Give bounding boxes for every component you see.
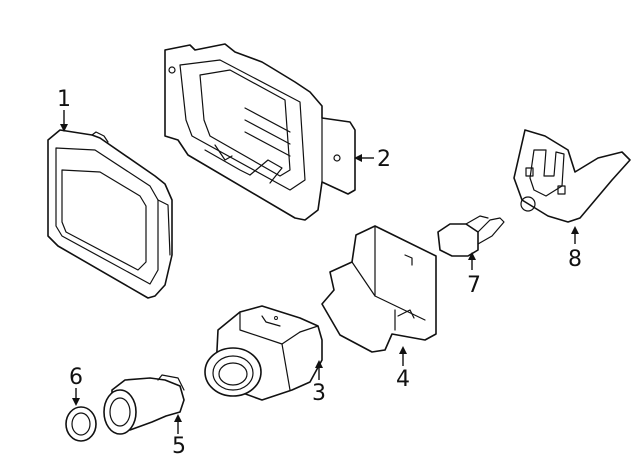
callout-4: 4	[396, 346, 410, 392]
callout-8-label: 8	[568, 247, 582, 272]
part-4-sensor-bracket	[321, 225, 437, 353]
callout-1: 1	[57, 87, 71, 132]
callout-6-label: 6	[69, 365, 83, 390]
callout-3-label: 3	[312, 381, 326, 406]
part-5-park-sensor	[103, 374, 185, 435]
callout-6: 6	[69, 365, 83, 406]
part-2-module-bracket	[164, 43, 356, 221]
callout-5-label: 5	[172, 434, 186, 459]
part-7-sensor-plug	[437, 215, 505, 257]
callout-7: 7	[467, 252, 481, 298]
part-6-ring-seal	[65, 406, 97, 442]
callout-1-label: 1	[57, 87, 71, 112]
callout-7-label: 7	[467, 273, 481, 298]
part-8-mounting-bracket	[513, 129, 631, 223]
callout-4-label: 4	[396, 367, 410, 392]
callout-2-label: 2	[377, 147, 391, 172]
part-1-module-cover	[47, 129, 173, 299]
callout-5: 5	[172, 414, 186, 459]
callout-2: 2	[354, 147, 391, 172]
part-3-sensor	[204, 305, 323, 401]
callout-8: 8	[568, 226, 582, 272]
callout-3: 3	[312, 360, 326, 406]
